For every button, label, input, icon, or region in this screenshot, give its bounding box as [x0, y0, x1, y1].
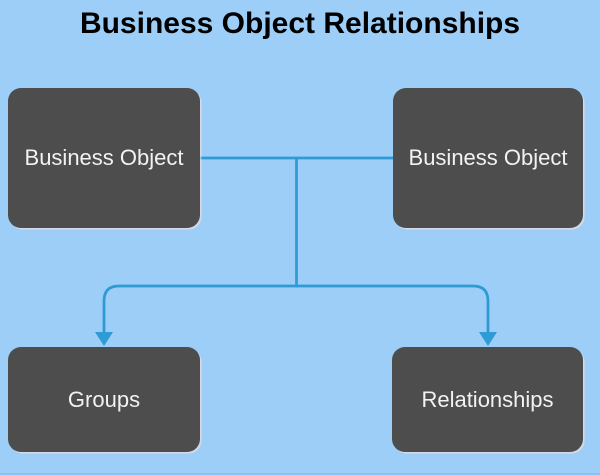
node-relationships: Relationships — [392, 347, 583, 452]
arrowhead-down-right-icon — [479, 332, 497, 346]
node-groups-label: Groups — [67, 386, 141, 412]
arrowhead-down-left-icon — [95, 332, 113, 346]
node-business-object-right: Business Object — [393, 88, 583, 228]
node-groups: Groups — [8, 347, 200, 452]
node-business-object-left-label: Business Object — [24, 145, 184, 170]
node-relationships-label: Relationships — [421, 386, 554, 412]
node-business-object-left: Business Object — [8, 88, 200, 228]
node-business-object-right-label: Business Object — [408, 145, 568, 170]
diagram-title: Business Object Relationships — [79, 7, 521, 40]
connector-branch-bar — [102, 284, 490, 334]
